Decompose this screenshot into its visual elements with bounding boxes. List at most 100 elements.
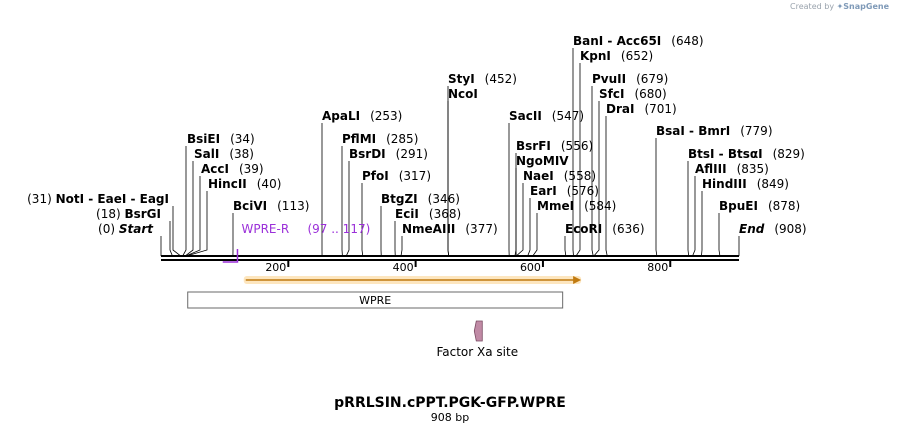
site-label: NgoMIV — [516, 154, 569, 168]
site-kpni[interactable]: KpnI (652) — [575, 49, 653, 257]
feature-factor-xa-site[interactable]: Factor Xa site — [436, 320, 518, 359]
site-ecii[interactable]: EciI(368) — [394, 207, 461, 257]
site-label: BtsI - BtsαI (829) — [688, 147, 805, 161]
site-pflmi[interactable]: PflMI(285) — [341, 132, 418, 257]
site-name: PvuII — [592, 72, 626, 86]
site-btsi[interactable]: BtsI - BtsαI (829) — [687, 147, 805, 257]
site-position: (652) — [621, 49, 653, 63]
credit-brand: SnapGene — [843, 2, 889, 11]
site-name: BsrGI — [124, 207, 161, 221]
site-label: NaeI(558) — [523, 169, 596, 183]
orf-arrow[interactable] — [243, 276, 582, 284]
site-acci[interactable]: AccI(39) — [185, 162, 264, 257]
tick-label: 600 — [520, 261, 541, 274]
site-position: (34) — [230, 132, 255, 146]
site-label: (0) Start — [98, 222, 154, 236]
site-name: SacII — [509, 109, 542, 123]
site-noti[interactable]: (31) NotI - EaeI - EagI — [27, 192, 181, 257]
site-ngomiv[interactable]: NgoMIV — [515, 154, 569, 257]
site-label: KpnI (652) — [580, 49, 653, 63]
site-label: NcoI — [448, 87, 478, 101]
site-label: BanI - Acc65I(648) — [573, 34, 704, 48]
site-label: EciI(368) — [395, 207, 461, 221]
snapgene-logo-icon: ✦ — [836, 2, 844, 11]
feature-wpre[interactable]: WPRE — [187, 291, 564, 309]
site-position: (452) — [485, 72, 517, 86]
site-afliii[interactable]: AflIII(835) — [692, 162, 769, 257]
site-pvuii[interactable]: PvuII (679) — [591, 72, 668, 257]
site-bsrgi[interactable]: (18) BsrGI — [96, 207, 173, 257]
site-name: BsrFI — [516, 139, 551, 153]
site-sfci[interactable]: SfcI (680) — [593, 87, 667, 257]
tick-label: 800 — [647, 261, 668, 274]
site-leader-line — [687, 161, 690, 257]
site-pfoi[interactable]: PfoI(317) — [361, 169, 431, 257]
site-name: BtsI - BtsαI — [688, 147, 763, 161]
site-name: KpnI — [580, 49, 611, 63]
site-position: (849) — [757, 177, 789, 191]
site-name: StyI — [448, 72, 475, 86]
site-leader-line — [591, 86, 594, 257]
site-sali[interactable]: SalI(38) — [184, 147, 254, 257]
site-position: (547) — [552, 109, 584, 123]
site-position: (113) — [277, 199, 309, 213]
site-hindiii[interactable]: HindIII(849) — [701, 177, 789, 257]
feature-label: Factor Xa site — [436, 345, 518, 359]
site-ecori[interactable]: EcoRI (636) — [564, 222, 645, 257]
site-name: BsiEI — [187, 132, 220, 146]
site-name: EciI — [395, 207, 419, 221]
site-drai[interactable]: DraI(701) — [605, 102, 677, 257]
site-position: (18) — [96, 207, 124, 221]
site-position: (680) — [634, 87, 666, 101]
site-name: BciVI — [233, 199, 267, 213]
site-leader-line — [564, 236, 567, 257]
site-leader-line — [361, 183, 364, 257]
primer-name: WPRE-R — [241, 222, 289, 236]
site-name: NgoMIV — [516, 154, 569, 168]
site-bcivi[interactable]: BciVI (113) — [232, 199, 309, 257]
site-nmeaiii[interactable]: NmeAIII (377) — [400, 222, 498, 257]
site-hincii[interactable]: HincII(40) — [186, 177, 281, 257]
site-position: (679) — [636, 72, 668, 86]
site-label: BsaI - BmrI(779) — [656, 124, 773, 138]
site-leader-line — [172, 206, 181, 257]
map-title: pRRLSIN.cPPT.PGK-GFP.WPRE — [334, 395, 566, 411]
site-apali[interactable]: ApaLI(253) — [321, 109, 402, 257]
site-name: EcoRI — [565, 222, 602, 236]
primer-wpre-r[interactable]: WPRE-R (97 .. 117) — [222, 222, 371, 263]
site-leader-line — [692, 176, 696, 257]
site-label: PfoI(317) — [362, 169, 431, 183]
site-position: (285) — [386, 132, 418, 146]
site-position: (908) — [774, 222, 806, 236]
site-btgzi[interactable]: BtgZI(346) — [380, 192, 460, 257]
site-bsiei[interactable]: BsiEI (34) — [182, 132, 255, 257]
site-leader-line — [345, 161, 350, 257]
site-eari[interactable]: EarI(576) — [527, 184, 599, 257]
site-bsrdi[interactable]: BsrDI(291) — [345, 147, 428, 257]
site-sacii[interactable]: SacII (547) — [508, 109, 584, 257]
site-name: AccI — [201, 162, 229, 176]
site-position: (829) — [773, 147, 805, 161]
site-bsai[interactable]: BsaI - BmrI(779) — [655, 124, 773, 257]
site-name: NotI - EaeI - EagI — [56, 192, 169, 206]
site-bpuei[interactable]: BpuEI(878) — [718, 199, 800, 257]
site-name: End — [739, 222, 765, 236]
site-position: (317) — [399, 169, 431, 183]
site-position: (576) — [567, 184, 599, 198]
site-bani[interactable]: BanI - Acc65I(648) — [572, 34, 704, 257]
site-position: (701) — [644, 102, 676, 116]
site-name: Start — [119, 222, 154, 236]
site-name: AflIII — [695, 162, 727, 176]
site-label: SacII (547) — [509, 109, 584, 123]
site-leader-line — [515, 183, 524, 257]
site-start[interactable]: (0) Start — [98, 222, 162, 256]
site-label: HincII(40) — [208, 177, 281, 191]
site-leader-line — [532, 213, 538, 257]
site-leader-line — [184, 161, 194, 257]
site-name: SfcI — [599, 87, 624, 101]
site-end[interactable]: End (908) — [738, 222, 807, 256]
site-name: NmeAIII — [402, 222, 455, 236]
site-position: (636) — [612, 222, 644, 236]
site-ncoi[interactable]: NcoI — [447, 87, 478, 257]
site-position: (377) — [465, 222, 497, 236]
